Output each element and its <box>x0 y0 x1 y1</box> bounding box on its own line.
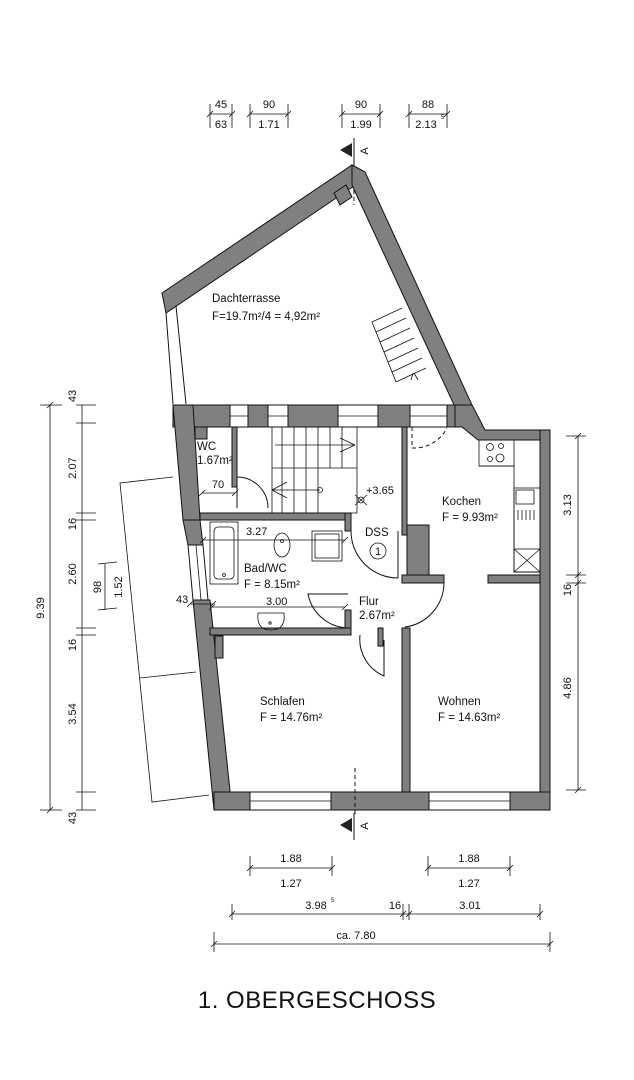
right-dim-seg-2: 16 <box>562 584 574 596</box>
level-symbol-icon <box>354 494 368 506</box>
top-dim-1-top: 45 <box>215 99 227 111</box>
section-marker-bottom: A <box>340 768 371 840</box>
room-name-wc: WC <box>197 441 216 453</box>
left-dim-seg-4: 2.60 <box>67 563 79 584</box>
bottom-overall: ca. 7.80 <box>336 930 375 942</box>
room-name-wohnen: Wohnen <box>438 696 481 708</box>
right-dimensions: 3.13 16 4.86 <box>562 432 586 794</box>
room-area-kochen: F = 9.93m² <box>442 512 498 524</box>
top-dim-4-bottom: 2.13 <box>415 119 436 131</box>
room-wohnen: Wohnen F = 14.63m² <box>438 696 500 724</box>
terrace-stair <box>371 307 427 383</box>
top-dim-3-top: 90 <box>355 99 367 111</box>
top-dim-2: 90 1.71 <box>246 99 292 131</box>
bottom-row-2: 16 <box>389 900 401 912</box>
fridge-icon <box>513 548 541 573</box>
room-name-dachterrasse: Dachterrasse <box>212 293 280 305</box>
wall-thickness-left: 43 <box>176 594 188 606</box>
left-dim-seg-3: 16 <box>67 518 79 530</box>
section-label-bottom: A <box>359 822 371 830</box>
wc-door-width: 70 <box>212 479 224 491</box>
bottom-row-1: 3.98 <box>305 900 326 912</box>
left-dim-seg-7: 43 <box>67 812 79 824</box>
top-dim-4-top: 88 <box>422 99 434 111</box>
bottom-row-3: 3.01 <box>459 900 480 912</box>
room-name-schlafen: Schlafen <box>260 696 305 708</box>
room-area-wohnen: F = 14.63m² <box>438 712 500 724</box>
top-dimensions: 45 63 90 1.71 90 1.99 88 <box>206 99 451 131</box>
bottom-window-2-top: 1.88 <box>458 853 479 865</box>
top-dim-2-top: 90 <box>263 99 275 111</box>
wc-door-swing <box>236 476 269 509</box>
kitchen-door-swing <box>411 427 448 449</box>
toilet-icon <box>273 532 291 558</box>
bad-door-swing <box>307 593 351 629</box>
kitchen-sink-icon <box>515 489 535 520</box>
top-dim-3-bottom: 1.99 <box>350 119 371 131</box>
right-dim-seg-3: 4.86 <box>562 677 574 698</box>
staircase <box>271 426 358 514</box>
room-area-bad: F = 8.15m² <box>244 579 300 591</box>
level-mark: +3.65 <box>354 485 394 506</box>
balcony-outline <box>119 476 210 803</box>
section-arrow-icon <box>340 143 352 157</box>
bottom-window-1-bottom: 1.27 <box>280 878 301 890</box>
bottom-dimensions: 1.88 1.27 1.88 1.27 3.98 5 16 3.01 ca. 7… <box>210 853 554 952</box>
outer-walls <box>172 404 551 811</box>
room-name-kochen: Kochen <box>442 496 481 508</box>
level-mark-text: +3.65 <box>366 485 394 497</box>
shower-icon <box>311 530 343 562</box>
room-area-flur: 2.67m² <box>359 610 395 622</box>
top-dim-4-sup: 5 <box>441 115 445 121</box>
roof-terrace: Dachterrasse F=19.7m²/4 = 4,92m² <box>161 164 473 408</box>
dss-door-swing <box>350 530 399 579</box>
dss-label: DSS <box>365 527 389 539</box>
top-dim-1-bottom: 63 <box>215 119 227 131</box>
left-dimensions: 9.39 43 2.07 16 2.60 16 3.54 43 98 1.52 <box>35 390 125 824</box>
bottom-window-1-top: 1.88 <box>280 853 301 865</box>
room-name-flur: Flur <box>359 596 379 608</box>
room-schlafen: Schlafen F = 14.76m² <box>260 696 322 724</box>
bedroom-door-swing <box>359 634 385 677</box>
left-dim-seg-2: 2.07 <box>67 457 79 478</box>
left-window-width: 98 <box>92 581 104 593</box>
room-kochen: Kochen F = 9.93m² <box>442 439 541 573</box>
room-wc: WC 1.67m² 70 <box>194 426 269 509</box>
living-door-swing <box>404 582 445 628</box>
left-dim-seg-6: 3.54 <box>67 703 79 724</box>
right-dim-seg-1: 3.13 <box>562 494 574 515</box>
left-dim-overall: 9.39 <box>35 597 47 618</box>
room-area-dachterrasse: F=19.7m²/4 = 4,92m² <box>212 311 320 323</box>
dss-number: 1 <box>375 546 381 558</box>
top-dim-1: 45 63 <box>206 99 236 131</box>
left-dim-seg-1: 43 <box>67 390 79 402</box>
interior-walls <box>199 426 541 793</box>
dss-number-circle <box>369 542 387 560</box>
section-label-top: A <box>359 147 371 155</box>
bathtub-icon <box>209 521 239 585</box>
top-dim-4: 88 2.13 5 <box>405 99 451 131</box>
room-area-schlafen: F = 14.76m² <box>260 712 322 724</box>
bottom-row-1-sup: 5 <box>331 898 335 904</box>
room-bad: 3.27 3.00 43 Bad/WC F = 8.15m² <box>176 521 349 631</box>
stove-icon <box>478 439 515 467</box>
hallway-area: DSS 1 Flur 2.67m² <box>307 427 448 677</box>
room-area-wc: 1.67m² <box>197 455 233 467</box>
left-dim-seg-5: 16 <box>67 639 79 651</box>
left-window-height: 1.52 <box>113 576 125 597</box>
bad-width-top: 3.27 <box>246 526 267 538</box>
bottom-window-2-bottom: 1.27 <box>458 878 479 890</box>
floor-title: 1. OBERGESCHOSS <box>197 987 437 1014</box>
section-arrow-icon <box>340 818 352 832</box>
sink-icon <box>257 612 285 631</box>
top-dim-2-bottom: 1.71 <box>258 119 279 131</box>
bad-width-bottom: 3.00 <box>266 596 287 608</box>
room-name-bad: Bad/WC <box>244 563 287 575</box>
top-dim-3: 90 1.99 <box>338 99 384 131</box>
